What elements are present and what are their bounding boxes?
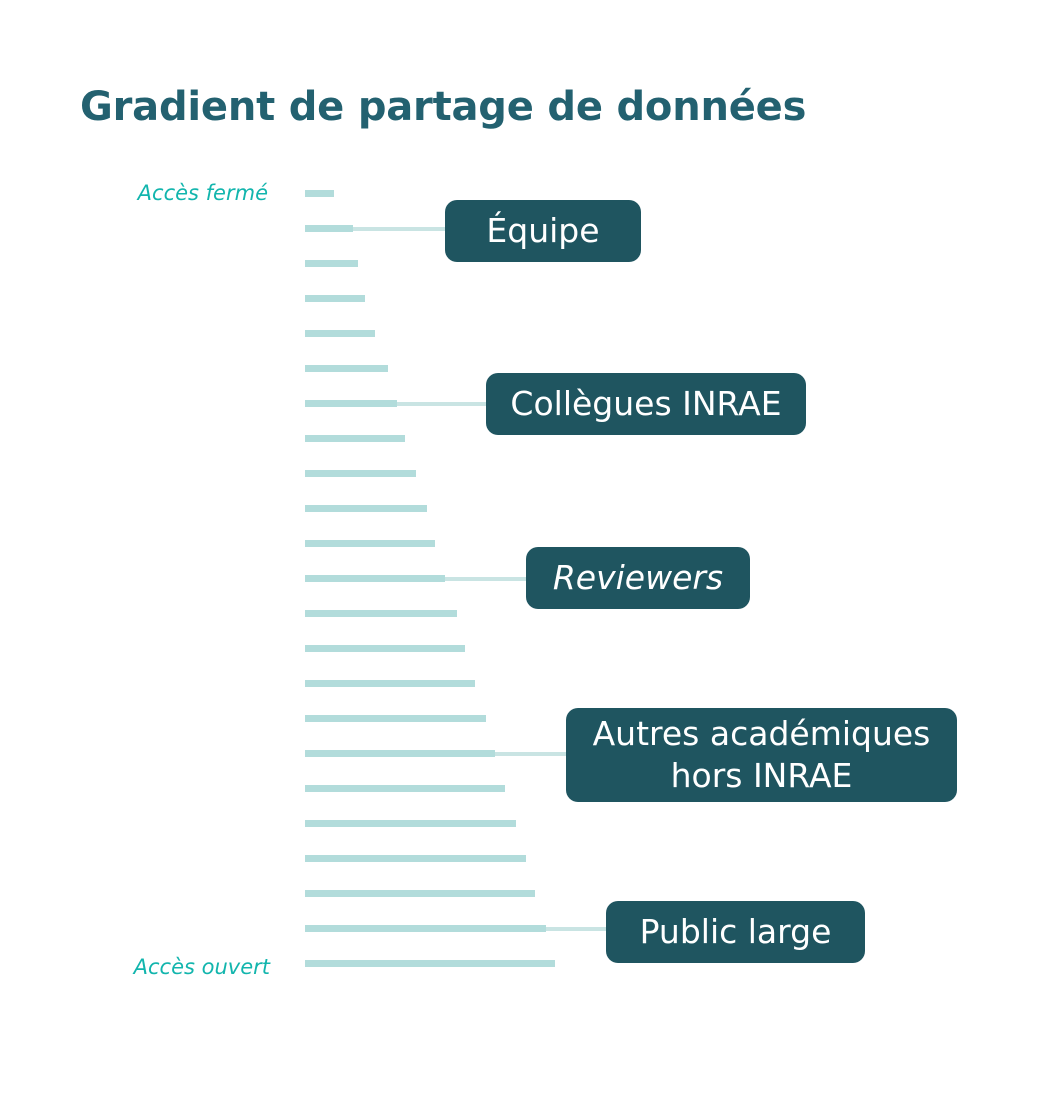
bar-connector-collegues [397, 401, 492, 406]
endpoint-label-closed: Accès fermé [137, 181, 268, 205]
node-label-public-large: Public large [639, 911, 832, 951]
endpoint-label-open: Accès ouvert [133, 955, 270, 979]
gradient-bar-21 [305, 925, 546, 932]
gradient-bar-7 [305, 435, 405, 442]
node-box-collegues-inrae[interactable]: Collègues INRAE [486, 373, 806, 435]
gradient-bar-0 [305, 190, 334, 197]
gradient-bar-16 [305, 750, 495, 757]
node-label-collegues-inrae: Collègues INRAE [510, 383, 782, 423]
gradient-bar-22 [305, 960, 555, 967]
gradient-bar-12 [305, 610, 457, 617]
gradient-bar-8 [305, 470, 416, 477]
page-title: Gradient de partage de données [80, 84, 807, 130]
gradient-bar-5 [305, 365, 388, 372]
node-box-autres-academiques[interactable]: Autres académiques hors INRAE [566, 708, 957, 802]
bar-connector-autres [495, 751, 572, 756]
gradient-bar-2 [305, 260, 358, 267]
gradient-bar-4 [305, 330, 375, 337]
gradient-bar-11 [305, 575, 445, 582]
gradient-bar-20 [305, 890, 535, 897]
node-box-equipe[interactable]: Équipe [445, 200, 641, 262]
gradient-bar-6 [305, 400, 397, 407]
bar-connector-reviewers [445, 576, 532, 581]
node-label-equipe: Équipe [486, 210, 600, 250]
gradient-bar-18 [305, 820, 516, 827]
node-label-autres-academiques-line2: hors INRAE [670, 756, 853, 795]
gradient-bar-17 [305, 785, 505, 792]
gradient-bar-10 [305, 540, 435, 547]
gradient-bar-3 [305, 295, 365, 302]
gradient-bar-14 [305, 680, 475, 687]
node-box-public-large[interactable]: Public large [606, 901, 865, 963]
gradient-bar-15 [305, 715, 486, 722]
gradient-bar-9 [305, 505, 427, 512]
bar-connector-equipe [353, 226, 451, 231]
node-box-reviewers[interactable]: Reviewers [526, 547, 750, 609]
gradient-bar-1 [305, 225, 353, 232]
gradient-bar-13 [305, 645, 465, 652]
node-label-autres-academiques-line1: Autres académiques [592, 713, 931, 753]
gradient-bar-19 [305, 855, 526, 862]
bar-connector-public [546, 926, 612, 931]
node-label-reviewers: Reviewers [552, 557, 724, 597]
